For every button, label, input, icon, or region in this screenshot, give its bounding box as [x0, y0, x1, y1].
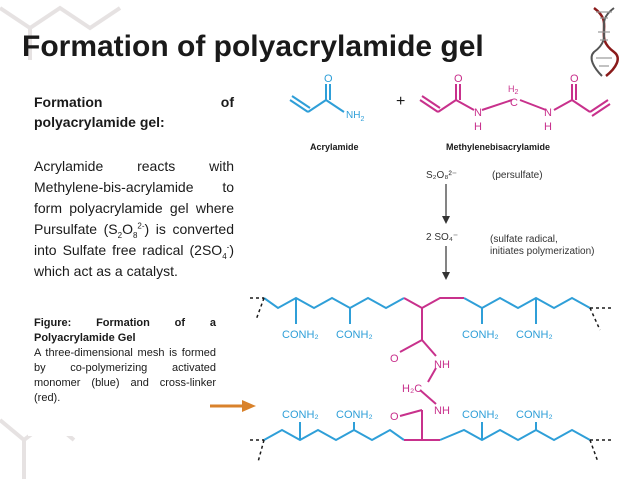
sulfate-label-2: initiates polymerization): [490, 246, 595, 257]
lower-polymer-chain: [263, 422, 591, 442]
heading-word-formation: Formation: [34, 94, 103, 110]
slide-title: Formation of polyacrylamide gel: [22, 30, 484, 63]
methylene-structure: [419, 84, 611, 117]
acrylamide-oxygen: O: [324, 73, 333, 85]
persulfate-label: (persulfate): [492, 170, 543, 181]
heading-word-of: of: [220, 94, 234, 110]
chain-dashes-upper: [250, 297, 612, 309]
conh2-lower-1: CONH₂: [282, 409, 319, 421]
section-heading: Formation of: [34, 92, 234, 112]
dangling-ends: [255, 297, 601, 463]
caption-text: A three-dimensional mesh is formed by co…: [34, 347, 216, 404]
crosslink-h2c: H₂C: [402, 383, 422, 395]
reaction-arrowhead-lower: [442, 272, 450, 280]
conh2-upper-4: CONH₂: [516, 329, 553, 341]
methylene-label: Methylenebisacrylamide: [446, 142, 550, 152]
crosslink-nh-lower: NH: [434, 405, 450, 417]
conh2-lower-3: CONH₂: [462, 409, 499, 421]
crosslink-nh-upper: NH: [434, 359, 450, 371]
crosslink-oxygen-lower: O: [390, 411, 399, 423]
figure-caption: Figure: Formation of a Polyacrylamide Ge…: [28, 310, 222, 436]
reaction-arrowhead-upper: [442, 216, 450, 224]
methylene-oxygen-left: O: [454, 73, 463, 85]
conh2-lower-2: CONH₂: [336, 409, 373, 421]
heading-line2: polyacrylamide gel:: [34, 114, 165, 130]
reaction-diagram: O NH2 + O O N H C H2 N H Acrylamide: [250, 73, 612, 463]
methylene-n-right: N: [544, 107, 552, 119]
acrylamide-label: Acrylamide: [310, 142, 359, 152]
caption-title: Figure: Formation of a Polyacrylamide Ge…: [34, 317, 216, 344]
arrow-pointer-icon: [210, 400, 256, 412]
acrylamide-structure: [289, 84, 345, 113]
sulfate-formula: 2 SO₄⁻: [426, 232, 458, 243]
conh2-upper-3: CONH₂: [462, 329, 499, 341]
dna-helix-icon: [590, 6, 619, 77]
methylene-h2: H2: [508, 84, 519, 96]
crosslinker-bridge: [399, 297, 464, 440]
acrylamide-nh2: NH2: [346, 110, 364, 123]
methylene-n-left: N: [474, 107, 482, 119]
conh2-lower-4: CONH₂: [516, 409, 553, 421]
methylene-h-right: H: [544, 121, 552, 133]
methylene-carbon: C: [510, 97, 518, 109]
sulfate-label-1: (sulfate radical,: [490, 234, 558, 245]
persulfate-formula: S₂O₈²⁻: [426, 170, 457, 181]
conh2-upper-2: CONH₂: [336, 329, 373, 341]
methylene-oxygen-right: O: [570, 73, 579, 85]
upper-polymer-chain: [263, 296, 591, 324]
description-paragraph: Acrylamide reacts with Methylene-bis-acr…: [34, 158, 234, 279]
crosslink-oxygen-upper: O: [390, 353, 399, 365]
left-text-column: Formation of polyacrylamide gel: Acrylam…: [34, 92, 234, 282]
conh2-upper-1: CONH₂: [282, 329, 319, 341]
plus-sign: +: [396, 93, 405, 110]
methylene-h-left: H: [474, 121, 482, 133]
